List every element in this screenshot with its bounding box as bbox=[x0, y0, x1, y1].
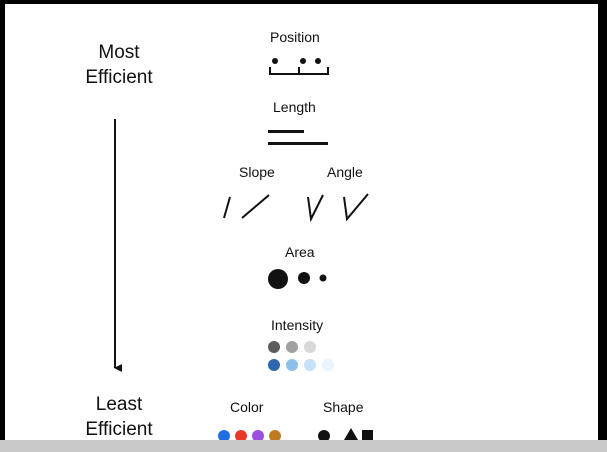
channel-glyphs bbox=[114, 58, 373, 440]
color-dot bbox=[218, 430, 230, 440]
length-label: Length bbox=[273, 99, 316, 115]
area-label: Area bbox=[285, 244, 315, 260]
square-icon bbox=[362, 430, 373, 440]
most-efficient-label: Most Efficient bbox=[85, 42, 153, 88]
position-label: Position bbox=[270, 29, 320, 45]
intensity-blue-dots bbox=[268, 359, 334, 371]
intensity-dot bbox=[268, 359, 280, 371]
intensity-gray-dots bbox=[268, 341, 316, 353]
circle-icon bbox=[318, 430, 330, 440]
intensity-dot bbox=[286, 341, 298, 353]
intensity-dot bbox=[322, 359, 334, 371]
bottom-bar bbox=[0, 440, 607, 452]
angle-glyph bbox=[307, 193, 369, 223]
angle-label: Angle bbox=[327, 164, 363, 180]
shape-glyphs bbox=[318, 428, 373, 440]
color-dots bbox=[218, 430, 281, 440]
slope-glyph bbox=[223, 194, 270, 219]
shape-label: Shape bbox=[323, 399, 364, 415]
color-label: Color bbox=[230, 399, 264, 415]
area-glyph bbox=[268, 269, 327, 289]
intensity-dot bbox=[286, 359, 298, 371]
intensity-label: Intensity bbox=[271, 317, 324, 333]
color-dot bbox=[235, 430, 247, 440]
length-glyph bbox=[268, 130, 328, 145]
position-dots bbox=[272, 58, 321, 64]
intensity-dot bbox=[268, 341, 280, 353]
color-dot bbox=[269, 430, 281, 440]
least-efficient-label: Least Efficient bbox=[85, 394, 153, 440]
position-glyph bbox=[269, 67, 329, 75]
slide: Most Efficient Least Efficient Position … bbox=[5, 4, 598, 440]
slope-label: Slope bbox=[239, 164, 275, 180]
intensity-dot bbox=[304, 359, 316, 371]
intensity-dot bbox=[304, 341, 316, 353]
triangle-icon bbox=[344, 428, 358, 440]
color-dot bbox=[252, 430, 264, 440]
